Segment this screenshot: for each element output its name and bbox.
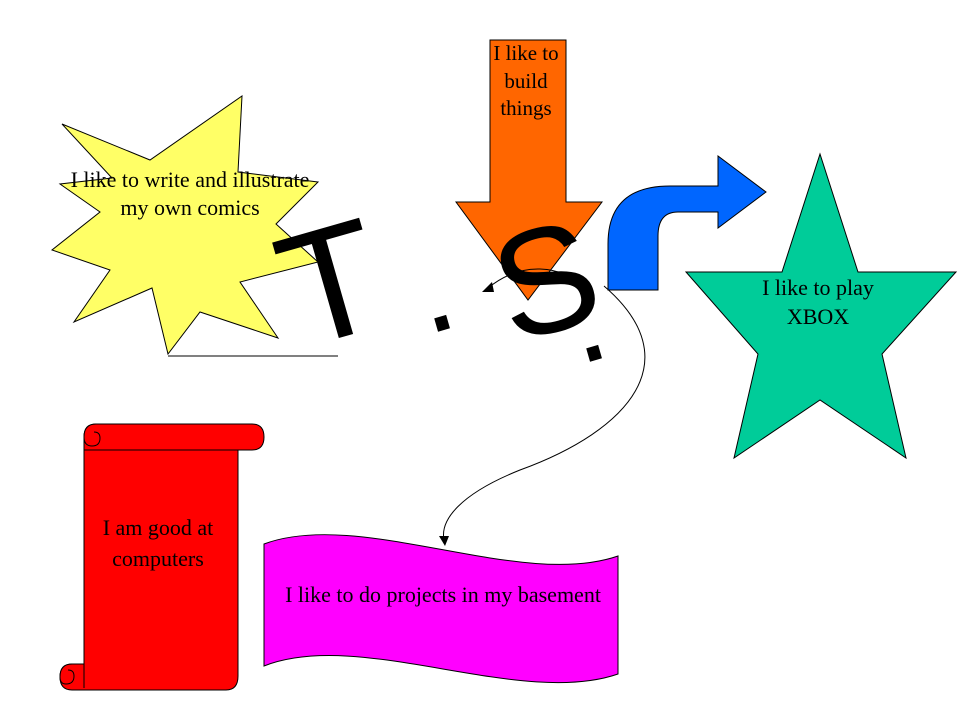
- xbox-star-shape: [684, 152, 958, 460]
- xbox-star-text: I like to play XBOX: [762, 275, 874, 330]
- connector-s-to-t: [487, 268, 593, 293]
- connector-s-to-banner-arrowhead: [439, 536, 449, 546]
- computers-scroll-text: I am good at computers: [102, 515, 214, 572]
- computers-scroll-shape: [59, 423, 265, 691]
- comics-burst-text: I like to write and illustrate my own co…: [70, 167, 310, 220]
- build-things-down-arrow: [455, 39, 604, 301]
- connector-s-to-t-arrowhead: [482, 282, 494, 292]
- basement-banner-text: I like to do projects in my basement: [285, 582, 601, 607]
- comics-burst-shape: [50, 95, 320, 356]
- build-things-arrow-text: I like to build things: [493, 41, 559, 120]
- connector-s-to-banner: [443, 285, 646, 541]
- bent-arrow-shape: [607, 155, 767, 291]
- basement-banner-shape: [263, 534, 619, 684]
- letter-dot-1: .: [394, 212, 469, 362]
